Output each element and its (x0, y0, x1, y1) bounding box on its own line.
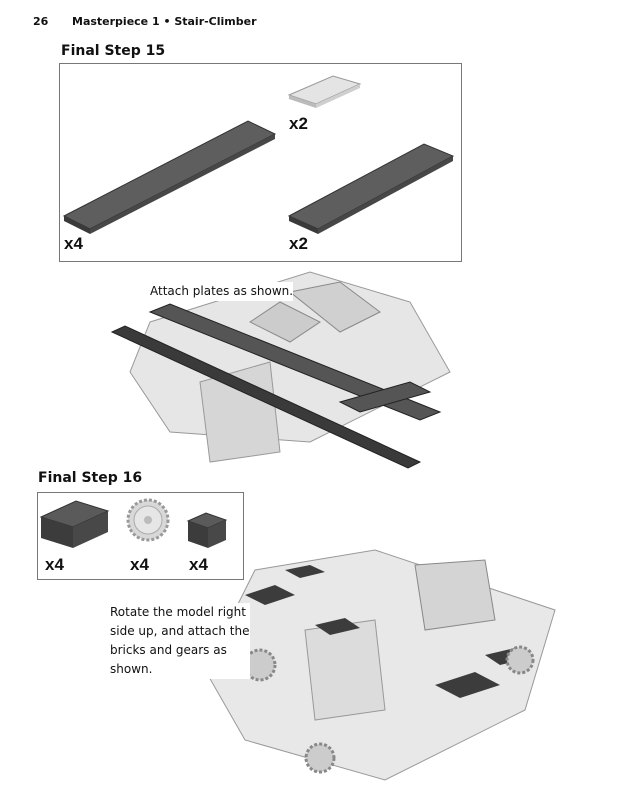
part-qty: x4 (130, 555, 149, 574)
light-plate-2x4-image (62, 75, 455, 234)
brick-2x2-image (186, 512, 228, 548)
part-qty: x2 (289, 234, 308, 253)
page-number: 26 (33, 15, 49, 28)
part-qty: x4 (45, 555, 64, 574)
step-15-parts-box: x2 x4 x2 (59, 63, 462, 262)
part-qty: x2 (289, 114, 308, 133)
gear-image (126, 498, 170, 542)
step-15-model-illustration (110, 271, 451, 469)
step-15-title: Final Step 15 (61, 43, 166, 59)
step-16-model-illustration (204, 549, 556, 781)
running-title: Masterpiece 1 • Stair-Climber (72, 15, 257, 28)
brick-2x4-image (39, 500, 110, 548)
part-qty: x4 (189, 555, 208, 574)
step-16-parts-box: x4 x4 x4 (37, 492, 244, 580)
step-15-instruction: Attach plates as shown. (150, 282, 294, 301)
part-qty: x4 (64, 234, 83, 253)
step-16-title: Final Step 16 (38, 470, 143, 486)
step-16-instruction: Rotate the model right side up, and atta… (110, 603, 250, 679)
